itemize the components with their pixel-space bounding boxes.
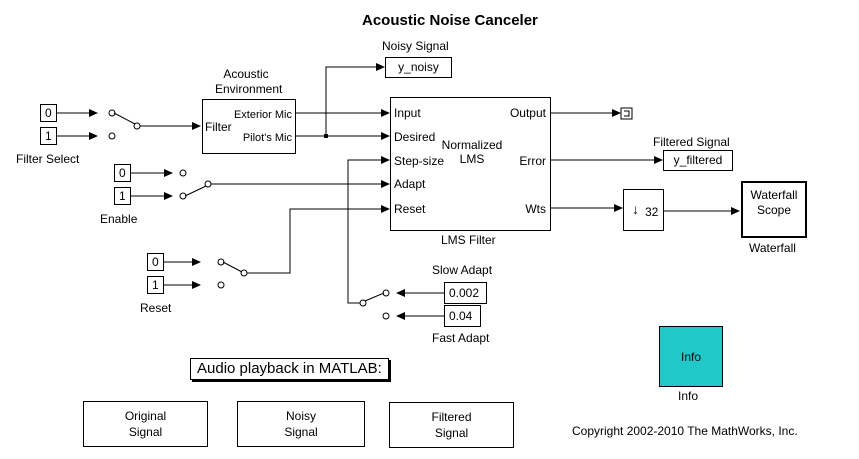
enable-constant-1[interactable]: 1 <box>114 187 131 205</box>
lms-step-size-port: Step-size <box>394 154 445 168</box>
filtered-signal-workspace-block[interactable]: y_filtered <box>663 150 733 171</box>
reset-constant-0[interactable]: 0 <box>147 253 164 271</box>
slow-adapt-constant[interactable]: 0.002 <box>444 282 487 304</box>
lms-adapt-port: Adapt <box>394 177 426 191</box>
enable-label: Enable <box>100 212 138 226</box>
acoustic-environment-block[interactable]: Filter Exterior Mic Pilot's Mic <box>202 99 296 154</box>
copyright-text: Copyright 2002-2010 The MathWorks, Inc. <box>572 424 798 438</box>
filter-port-label: Filter <box>205 120 232 134</box>
filtered-signal-button[interactable]: Filtered Signal <box>389 402 514 448</box>
lms-desired-port: Desired <box>394 130 436 144</box>
filter-select-constant-1[interactable]: 1 <box>40 127 57 145</box>
lms-wts-port: Wts <box>525 202 546 216</box>
down-arrow-icon: ↓ <box>632 201 639 217</box>
audio-playback-heading: Audio playback in MATLAB: <box>190 358 389 380</box>
lms-filter-block[interactable]: Input Desired Step-size Adapt Reset Norm… <box>390 97 551 231</box>
fast-adapt-label: Fast Adapt <box>432 331 490 345</box>
filtered-signal-label: Filtered Signal <box>653 135 730 149</box>
lms-output-port: Output <box>509 106 546 120</box>
downsample-block[interactable]: ↓ 32 <box>623 189 664 231</box>
original-signal-button[interactable]: Original Signal <box>83 401 208 447</box>
downsample-factor: 32 <box>645 205 659 219</box>
lms-reset-port: Reset <box>394 202 426 216</box>
waterfall-scope-block[interactable]: Waterfall Scope <box>741 181 807 238</box>
filter-select-label: Filter Select <box>16 152 80 166</box>
filter-select-constant-0[interactable]: 0 <box>40 104 57 122</box>
lms-center-text: Normalized LMS <box>441 138 503 166</box>
exterior-mic-port: Exterior Mic <box>233 109 292 121</box>
waterfall-label: Waterfall <box>749 241 796 255</box>
reset-label: Reset <box>140 301 172 315</box>
noisy-signal-label: Noisy Signal <box>382 39 449 53</box>
info-label: Info <box>678 389 699 403</box>
lms-filter-label: LMS Filter <box>441 233 496 247</box>
noisy-signal-button[interactable]: Noisy Signal <box>237 401 365 447</box>
slow-adapt-label: Slow Adapt <box>432 263 493 277</box>
info-block[interactable]: Info <box>659 326 723 387</box>
acoustic-environment-label: Acoustic Environment <box>215 67 283 96</box>
fast-adapt-constant[interactable]: 0.04 <box>444 305 481 327</box>
reset-constant-1[interactable]: 1 <box>147 276 164 294</box>
pilots-mic-port: Pilot's Mic <box>242 132 292 144</box>
noisy-signal-workspace-block[interactable]: y_noisy <box>385 57 452 78</box>
diagram-title: Acoustic Noise Canceler <box>362 12 538 29</box>
enable-constant-0[interactable]: 0 <box>114 164 131 182</box>
lms-error-port: Error <box>519 154 546 168</box>
lms-input-port: Input <box>394 106 421 120</box>
